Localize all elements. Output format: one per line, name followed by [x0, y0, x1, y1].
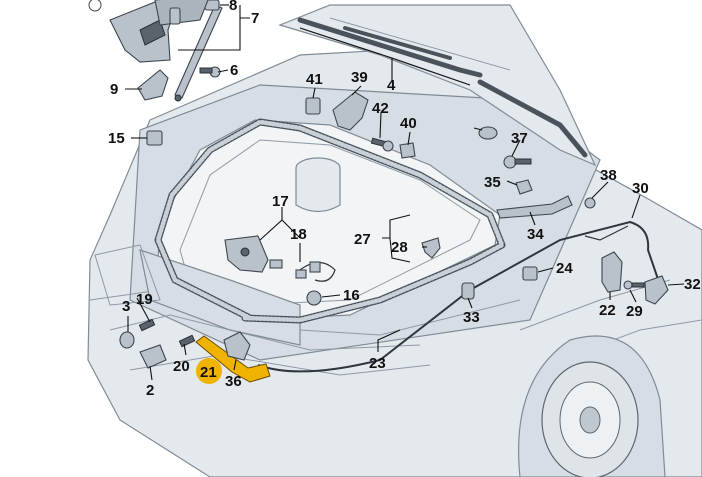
callout-17[interactable]: 17: [272, 193, 289, 210]
callout-35[interactable]: 35: [484, 174, 501, 191]
callout-23[interactable]: 23: [369, 355, 386, 372]
bolt-28: [623, 280, 645, 290]
callout-29[interactable]: 27: [354, 231, 371, 248]
callout-18[interactable]: 18: [290, 226, 307, 243]
part-9: [137, 69, 169, 101]
callout-24[interactable]: 24: [556, 260, 573, 277]
callout-37[interactable]: 38: [600, 167, 617, 184]
part-40: [305, 97, 321, 115]
callout-20[interactable]: 20: [173, 358, 190, 375]
part-3: [119, 331, 135, 349]
nut-16: [306, 290, 322, 306]
bonnet: [278, 4, 597, 167]
callout-22[interactable]: 22: [599, 302, 616, 319]
bolt-6: [199, 66, 221, 78]
part-24: [522, 266, 538, 281]
part-27: [644, 275, 669, 305]
grommet-32: [461, 282, 475, 300]
callout-7[interactable]: 7: [251, 10, 259, 27]
callout-36[interactable]: 37: [511, 130, 528, 147]
callout-27[interactable]: 32: [684, 276, 701, 293]
washer-42: [478, 126, 498, 140]
callout-41[interactable]: 42: [372, 100, 389, 117]
gas-strut: [174, 0, 223, 102]
callout-32[interactable]: 33: [463, 309, 480, 326]
part-33: [223, 331, 251, 361]
callout-21[interactable]: 21: [200, 364, 217, 381]
part-34: [496, 195, 573, 219]
callout-8[interactable]: 8: [229, 0, 237, 14]
seal-29: [154, 118, 506, 324]
bolt-19: [138, 318, 156, 332]
callout-34[interactable]: 34: [527, 226, 544, 243]
lock-17: [224, 235, 283, 273]
front-wheel: [517, 335, 666, 477]
callout-6[interactable]: 6: [230, 62, 238, 79]
part-30: [421, 237, 441, 259]
callout-15[interactable]: 15: [108, 130, 125, 147]
callout-33[interactable]: 36: [225, 373, 242, 390]
clip-37: [584, 197, 596, 209]
release-cable: [257, 220, 661, 373]
switch-18: [295, 261, 336, 282]
callout-28[interactable]: 29: [626, 303, 643, 320]
hinge-bracket: [88, 0, 209, 63]
part-22: [601, 251, 623, 293]
nut-35: [515, 179, 533, 195]
highlight-marker: [196, 358, 222, 384]
part-15: [146, 130, 163, 146]
callout-2[interactable]: 2: [146, 382, 154, 399]
callout-9[interactable]: 9: [110, 81, 118, 98]
callout-38[interactable]: 39: [351, 69, 368, 86]
callouts: 8 7 6 9 15 41 39 4 42 40 37 35 38 30 17 …: [108, 0, 701, 399]
callout-16[interactable]: 16: [343, 287, 360, 304]
bolt-36: [503, 155, 532, 169]
callout-19[interactable]: 19: [136, 291, 153, 308]
bolt-20: [178, 334, 196, 348]
callout-30[interactable]: 28: [391, 239, 408, 256]
callout-4[interactable]: 4: [387, 77, 396, 94]
callout-40[interactable]: 41: [306, 71, 323, 88]
part-2: [139, 344, 167, 369]
callout-26[interactable]: 30: [632, 180, 649, 197]
leader-lines: [125, 4, 685, 381]
bolt-41: [370, 137, 394, 152]
part-39: [399, 142, 416, 159]
part-21-highlight: [195, 335, 271, 383]
callout-39[interactable]: 40: [400, 115, 417, 132]
callout-3[interactable]: 3: [122, 298, 130, 315]
